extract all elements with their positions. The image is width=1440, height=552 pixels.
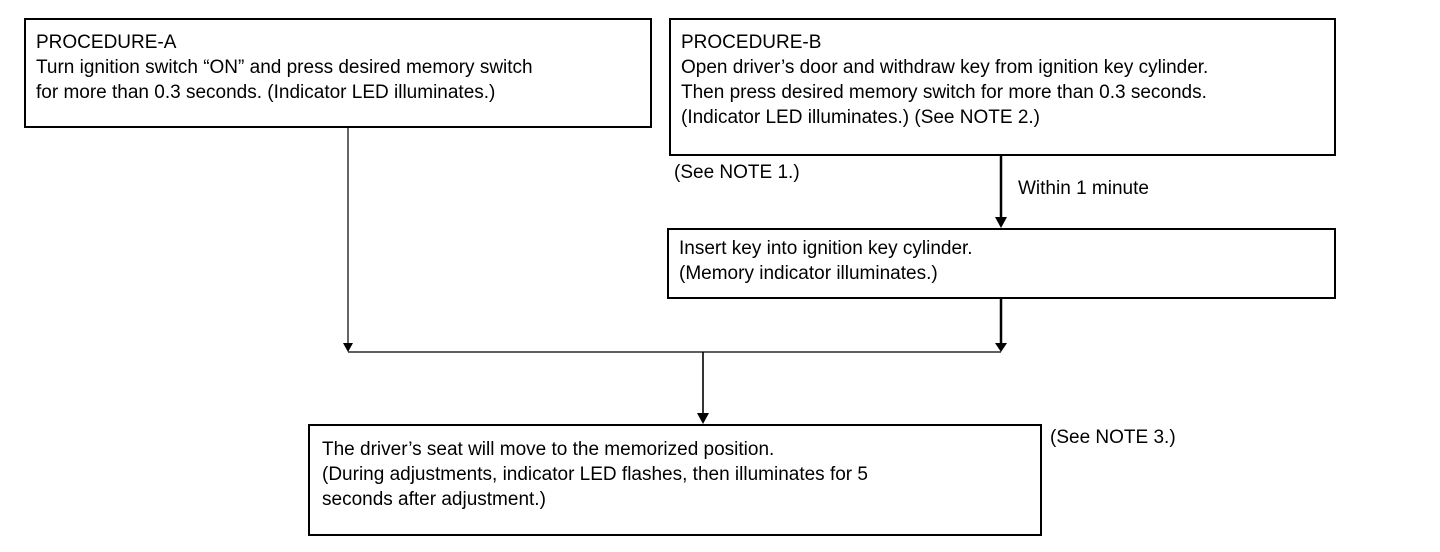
note-3-label: (See NOTE 3.) (1050, 427, 1176, 448)
insert-key-line2: (Memory indicator illuminates.) (679, 263, 938, 284)
result-box: The driver’s seat will move to the memor… (308, 424, 1042, 536)
procedure-b-text-line3: (Indicator LED illuminates.) (See NOTE 2… (681, 107, 1041, 128)
procedure-a-title: PROCEDURE-A (36, 32, 177, 53)
procedure-a-box: PROCEDURE-A Turn ignition switch “ON” an… (24, 18, 652, 128)
arrowhead-insert (995, 343, 1007, 352)
result-line3: seconds after adjustment.) (322, 489, 546, 510)
arrowhead-b (995, 217, 1007, 228)
procedure-a-text-line1: Turn ignition switch “ON” and press desi… (36, 57, 533, 78)
result-line1: The driver’s seat will move to the memor… (322, 439, 775, 460)
arrowhead-result (697, 413, 709, 424)
procedure-b-box: PROCEDURE-B Open driver’s door and withd… (669, 18, 1336, 156)
result-line2: (During adjustments, indicator LED flash… (322, 464, 868, 485)
insert-key-line1: Insert key into ignition key cylinder. (679, 238, 973, 259)
procedure-b-text-line1: Open driver’s door and withdraw key from… (681, 57, 1209, 78)
procedure-a-text-line2: for more than 0.3 seconds. (Indicator LE… (36, 82, 496, 103)
procedure-b-title: PROCEDURE-B (681, 32, 822, 53)
note-1-label: (See NOTE 1.) (674, 162, 800, 183)
insert-key-box: Insert key into ignition key cylinder. (… (667, 228, 1336, 299)
within-1-minute-label: Within 1 minute (1018, 178, 1149, 199)
arrowhead-a (343, 343, 353, 352)
procedure-b-text-line2: Then press desired memory switch for mor… (681, 82, 1207, 103)
